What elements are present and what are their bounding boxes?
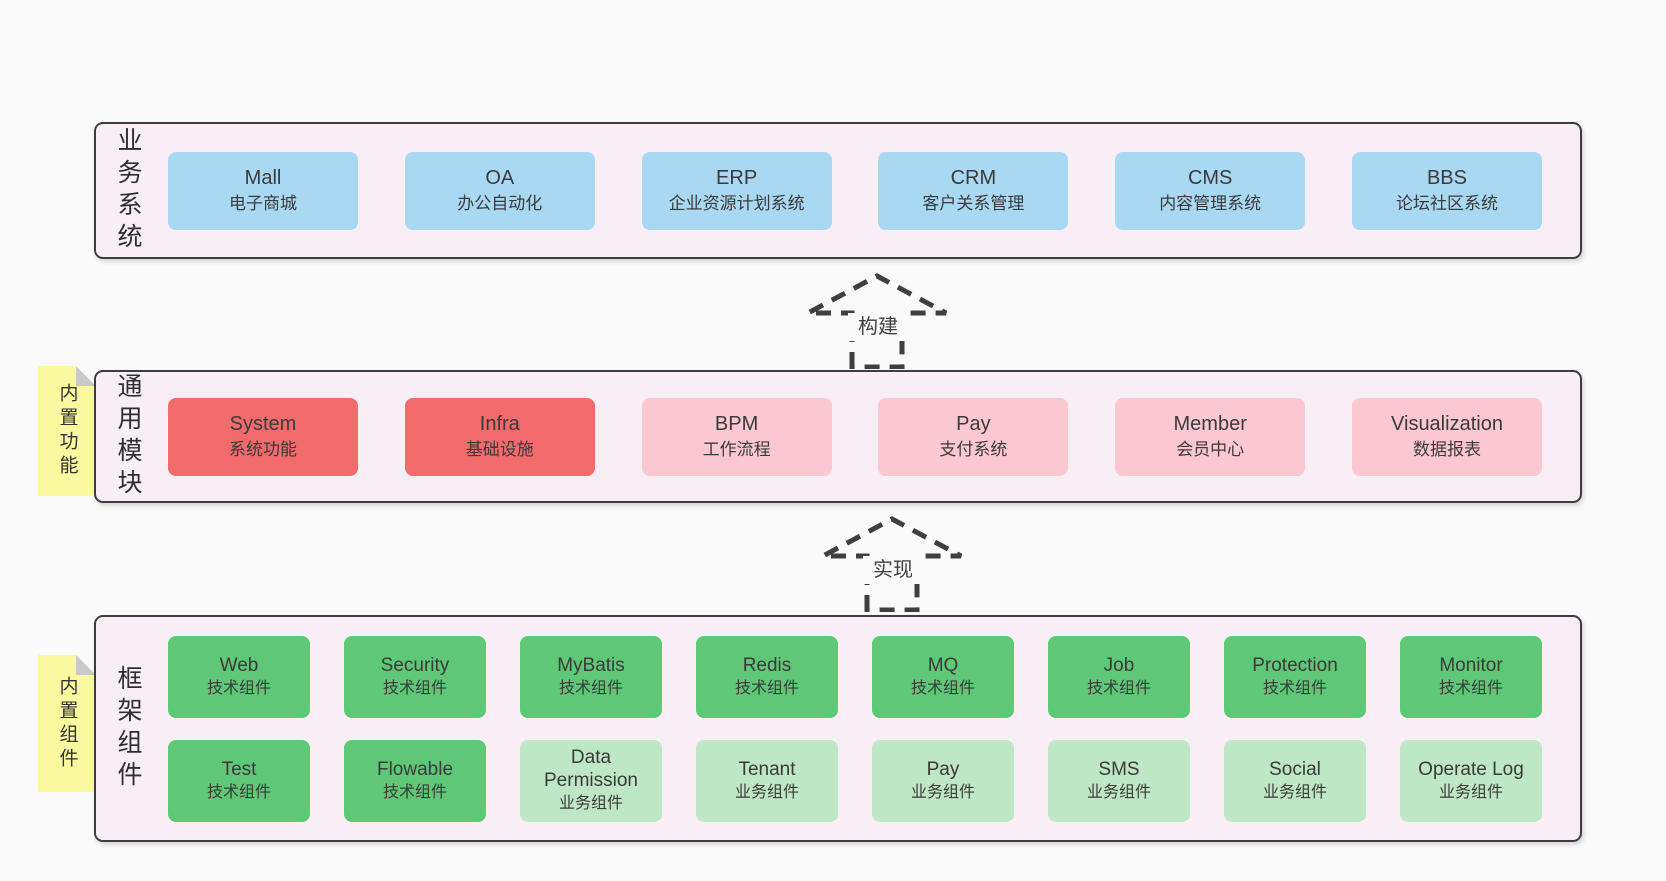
box-row-2: Test 技术组件 Flowable 技术组件 Data Permission … <box>168 739 1542 822</box>
layer-label: 业务系统 <box>114 126 142 255</box>
box-infra: Infra 基础设施 <box>404 397 595 476</box>
box-pay: Pay 支付系统 <box>878 397 1069 476</box>
layer-label: 通用模块 <box>114 372 142 501</box>
sticky-note-label: 内置组件 <box>56 675 78 772</box>
box-visualization: Visualization 数据报表 <box>1351 397 1542 476</box>
arrow-label-build: 构建 <box>848 313 908 341</box>
box-web: Web 技术组件 <box>168 635 310 718</box>
build-arrow-icon <box>806 273 948 369</box>
box-member: Member 会员中心 <box>1115 397 1306 476</box>
box-job: Job 技术组件 <box>1048 635 1190 718</box>
sticky-note-builtin-functions: 内置功能 <box>38 366 96 496</box>
box-mall: Mall 电子商城 <box>168 151 358 230</box>
box-mq: MQ 技术组件 <box>872 635 1014 718</box>
layer-common-modules: 通用模块 System 系统功能 Infra 基础设施 BPM 工作流程 Pay… <box>94 370 1582 503</box>
fold-corner-icon <box>76 366 96 386</box>
box-bpm: BPM 工作流程 <box>641 397 832 476</box>
box-row: Mall 电子商城 OA 办公自动化 ERP 企业资源计划系统 CRM 客户关系… <box>168 151 1542 230</box>
box-system: System 系统功能 <box>168 397 358 476</box>
box-redis: Redis 技术组件 <box>696 635 838 718</box>
box-crm: CRM 客户关系管理 <box>878 151 1069 230</box>
box-test: Test 技术组件 <box>168 739 310 822</box>
sticky-note-builtin-components: 内置组件 <box>38 655 96 792</box>
box-flowable: Flowable 技术组件 <box>344 739 486 822</box>
box-tenant: Tenant 业务组件 <box>696 739 838 822</box>
box-bbs: BBS 论坛社区系统 <box>1351 151 1542 230</box>
box-rows: Web 技术组件 Security 技术组件 MyBatis 技术组件 Redi… <box>168 635 1542 822</box>
layer-label: 框架组件 <box>114 664 142 793</box>
box-cms: CMS 内容管理系统 <box>1115 151 1306 230</box>
box-mybatis: MyBatis 技术组件 <box>520 635 662 718</box>
box-oa: OA 办公自动化 <box>404 151 595 230</box>
box-data-permission: Data Permission 业务组件 <box>520 739 662 822</box>
implement-arrow-icon <box>821 516 963 612</box>
box-pay-business: Pay 业务组件 <box>872 739 1014 822</box>
box-operate-log: Operate Log 业务组件 <box>1400 739 1542 822</box>
box-social: Social 业务组件 <box>1224 739 1366 822</box>
box-row-1: Web 技术组件 Security 技术组件 MyBatis 技术组件 Redi… <box>168 635 1542 718</box>
fold-corner-icon <box>76 655 96 675</box>
arrow-label-implement: 实现 <box>863 556 923 584</box>
box-monitor: Monitor 技术组件 <box>1400 635 1542 718</box>
box-protection: Protection 技术组件 <box>1224 635 1366 718</box>
sticky-note-label: 内置功能 <box>56 383 78 479</box>
layer-business-systems: 业务系统 Mall 电子商城 OA 办公自动化 ERP 企业资源计划系统 CRM… <box>94 122 1582 259</box>
box-erp: ERP 企业资源计划系统 <box>641 151 832 230</box>
layer-framework-components: 框架组件 Web 技术组件 Security 技术组件 MyBatis 技术组件… <box>94 615 1582 842</box>
box-sms: SMS 业务组件 <box>1048 739 1190 822</box>
box-security: Security 技术组件 <box>344 635 486 718</box>
box-row: System 系统功能 Infra 基础设施 BPM 工作流程 Pay 支付系统… <box>168 397 1542 476</box>
